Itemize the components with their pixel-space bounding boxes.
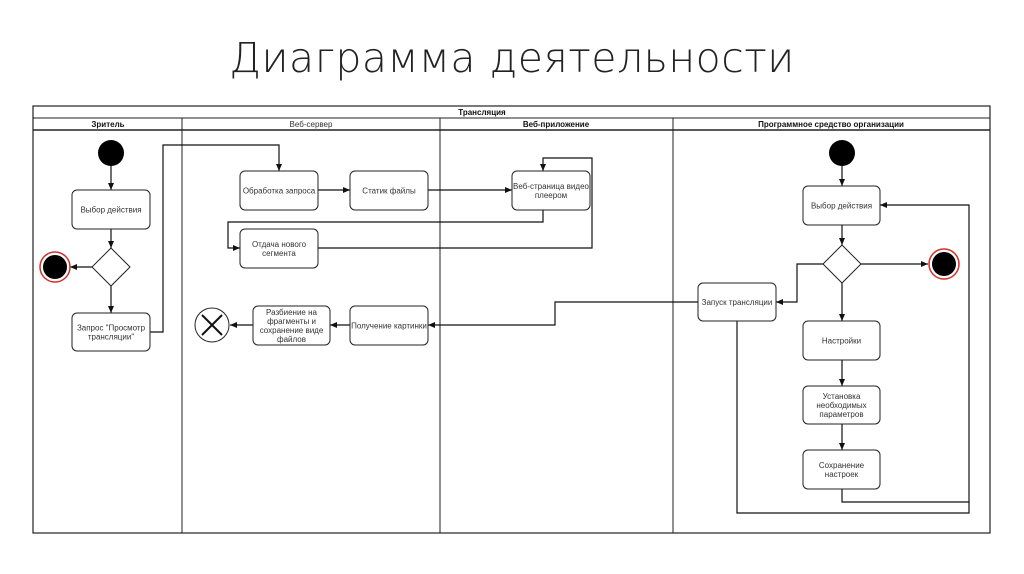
action-label: необходимых bbox=[816, 401, 866, 410]
action-box bbox=[71, 189, 151, 230]
action-box bbox=[349, 305, 429, 346]
action-label: Запрос "Просмотр bbox=[77, 324, 146, 333]
action-label: Выбор действия bbox=[80, 206, 141, 215]
action-label: трансляции" bbox=[88, 333, 135, 342]
action-label: плеером bbox=[535, 191, 567, 200]
action-box bbox=[239, 228, 319, 269]
action-label: Веб-страница видео bbox=[513, 182, 589, 191]
action-process-request: Обработка запроса bbox=[239, 170, 319, 211]
decision-org bbox=[822, 244, 862, 284]
action-get-picture: Получение картинки bbox=[349, 305, 429, 346]
swimlane-pool: Трансляция Зритель Веб-сервер Веб-прилож… bbox=[32, 105, 991, 534]
action-box bbox=[697, 282, 777, 322]
action-label: Отдача нового bbox=[252, 240, 307, 249]
action-box bbox=[511, 170, 591, 211]
action-org-choose: Выбор действия bbox=[802, 185, 881, 226]
initial-node-viewer bbox=[98, 140, 124, 166]
action-static-files: Статик файлы bbox=[349, 170, 429, 211]
slide-title: Диаграмма деятельности bbox=[229, 34, 795, 82]
action-label: сохранение виде bbox=[260, 326, 324, 335]
final-node-org bbox=[928, 248, 960, 280]
action-label: Настройки bbox=[822, 337, 861, 346]
action-label: Сохранение bbox=[819, 461, 865, 470]
action-label: Запуск трансляции bbox=[702, 298, 773, 307]
action-viewer-choose: Выбор действия bbox=[71, 189, 151, 230]
flow-final-node bbox=[194, 307, 230, 343]
lane-header-org-software: Программное средство организации bbox=[758, 120, 904, 129]
action-box bbox=[71, 312, 151, 352]
action-label: параметров bbox=[819, 410, 863, 419]
action-box bbox=[252, 305, 331, 346]
action-start-stream: Запуск трансляции bbox=[697, 282, 777, 322]
action-label: Обработка запроса bbox=[243, 187, 316, 196]
decision-viewer bbox=[91, 247, 131, 287]
action-label: файлов bbox=[277, 335, 306, 344]
action-label: Выбор действия bbox=[811, 202, 872, 211]
lane-header-web-server: Веб-сервер bbox=[290, 120, 333, 129]
edges bbox=[70, 144, 970, 514]
action-box bbox=[802, 385, 881, 425]
action-label: Установка bbox=[823, 392, 861, 401]
action-settings: Настройки bbox=[802, 320, 881, 361]
action-box bbox=[802, 320, 881, 361]
action-box bbox=[239, 170, 319, 211]
initial-node-org bbox=[829, 140, 855, 166]
lane-header-web-app: Веб-приложение bbox=[523, 120, 590, 129]
action-box bbox=[802, 185, 881, 226]
action-label: Статик файлы bbox=[362, 187, 416, 196]
pool-title: Трансляция bbox=[458, 108, 506, 117]
action-label: Разбиение на bbox=[266, 308, 317, 317]
final-node-viewer bbox=[39, 251, 71, 283]
lane-header-viewer: Зритель bbox=[91, 120, 124, 129]
action-label: фрагменты и bbox=[267, 317, 316, 326]
action-box bbox=[802, 449, 881, 490]
action-box bbox=[349, 170, 429, 211]
action-label: настроек bbox=[825, 470, 859, 479]
action-label: сегмента bbox=[262, 249, 296, 258]
action-label: Получение картинки bbox=[351, 322, 427, 331]
